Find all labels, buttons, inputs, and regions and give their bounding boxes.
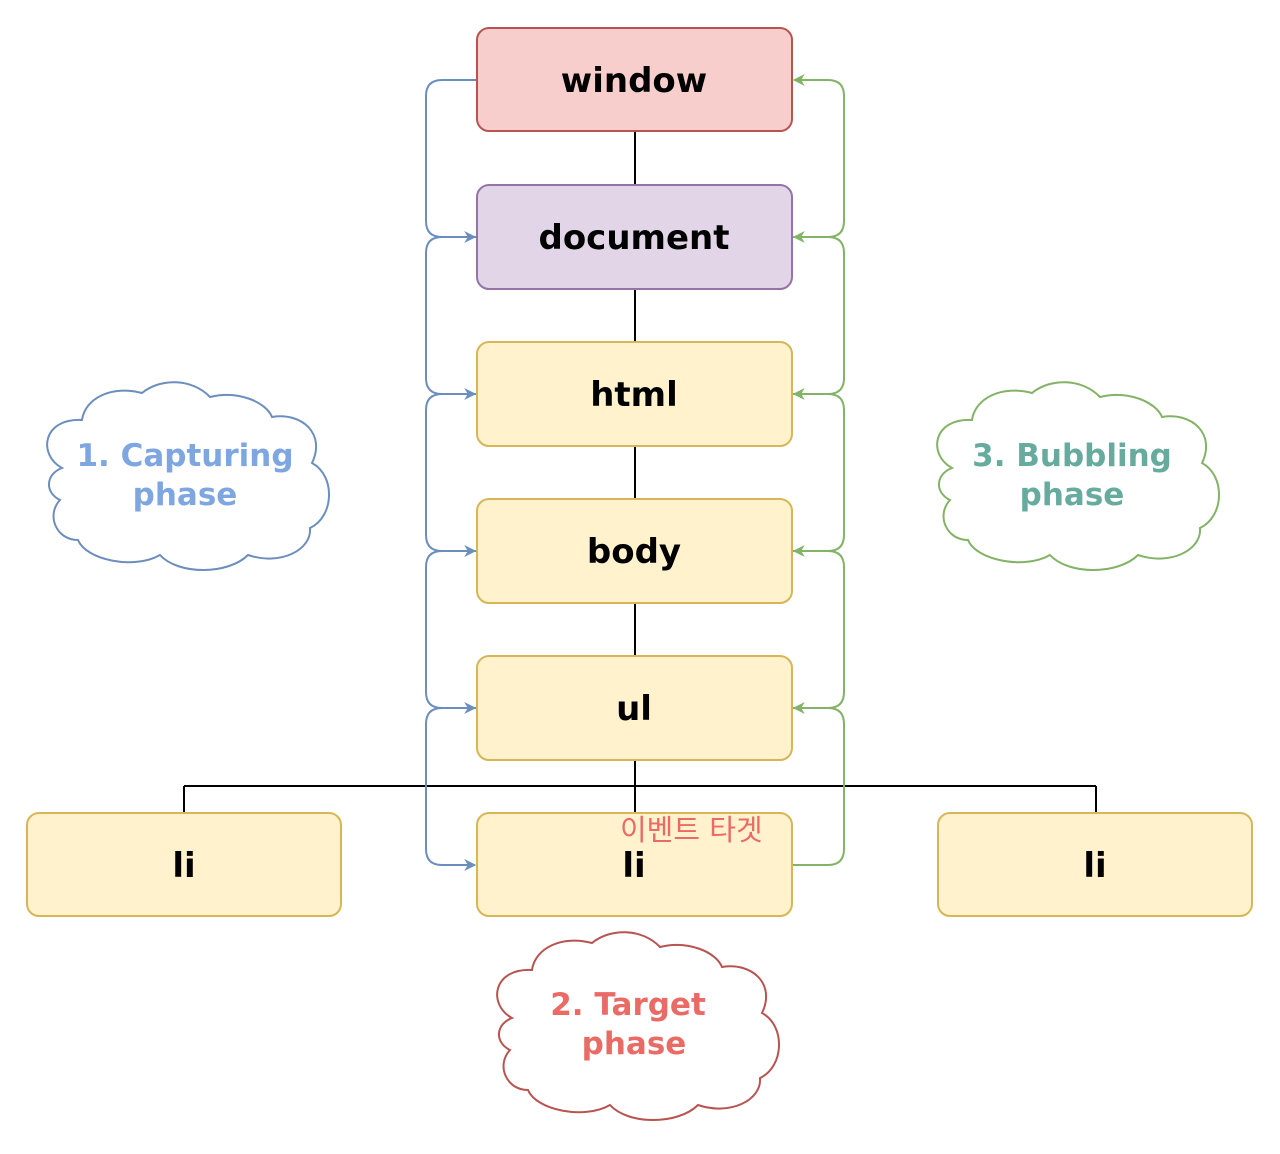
capturing-phase-cloud: 1. Capturing phase: [46, 381, 330, 571]
node-ul: ul: [476, 655, 793, 761]
node-document-label: document: [538, 218, 729, 258]
capturing-phase-line2: phase: [133, 477, 238, 513]
node-li-center-label: li: [622, 846, 645, 886]
node-li-center: li: [476, 812, 793, 917]
target-phase-line1: 2. Target: [550, 987, 706, 1023]
tree-connectors: [183, 131, 1097, 813]
target-phase-cloud: 2. Target phase: [496, 931, 780, 1121]
event-target-note: 이벤트 타겟: [620, 813, 763, 847]
node-body-label: body: [587, 532, 681, 572]
capturing-arrows: [425, 79, 477, 871]
node-li-right: li: [937, 812, 1253, 917]
node-li-left-label: li: [172, 846, 195, 886]
target-phase-line2: phase: [582, 1026, 687, 1062]
node-li-left: li: [26, 812, 342, 917]
node-document: document: [476, 184, 793, 290]
node-html: html: [476, 341, 793, 447]
node-html-label: html: [590, 375, 678, 415]
node-body: body: [476, 498, 793, 604]
capturing-phase-line1: 1. Capturing: [76, 438, 293, 474]
bubbling-phase-cloud: 3. Bubbling phase: [936, 381, 1220, 571]
node-window: window: [476, 27, 793, 132]
node-window-label: window: [561, 61, 707, 101]
bubbling-phase-line2: phase: [1020, 477, 1125, 513]
bubbling-arrows: [792, 74, 845, 866]
node-li-right-label: li: [1083, 846, 1106, 886]
bubbling-phase-line1: 3. Bubbling: [972, 438, 1172, 474]
node-ul-label: ul: [616, 689, 652, 729]
